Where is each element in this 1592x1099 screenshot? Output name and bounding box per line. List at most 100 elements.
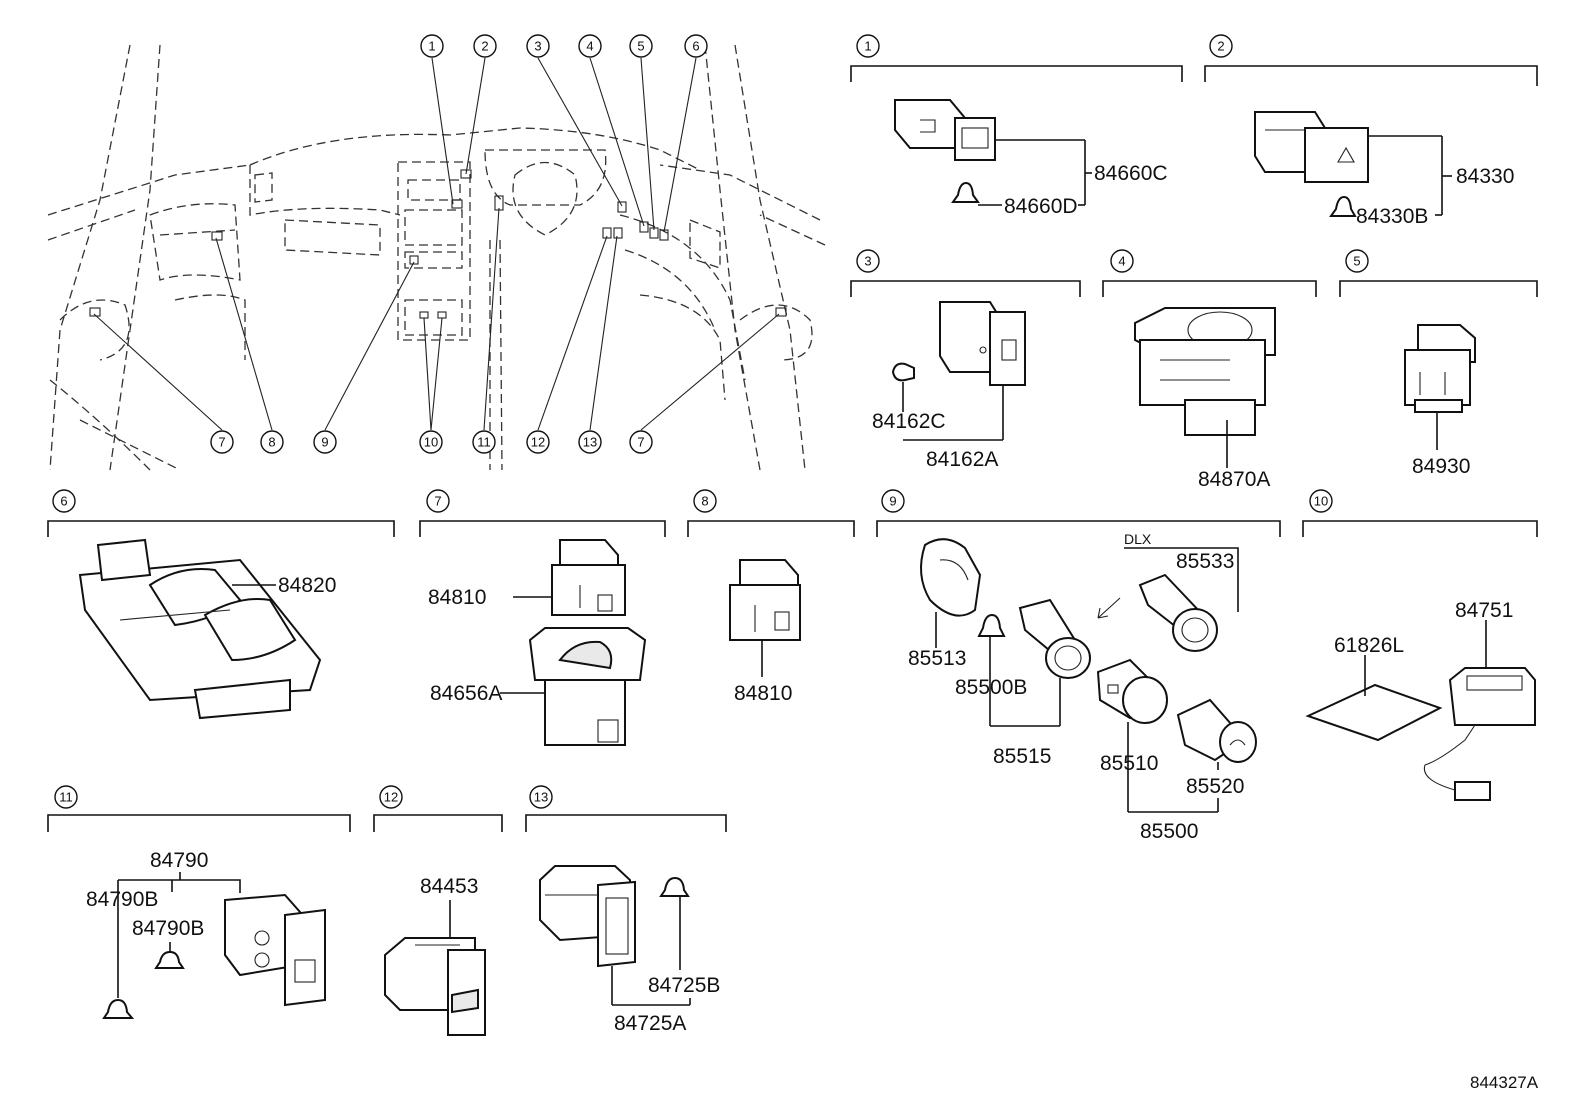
part-label-85500: 85500 xyxy=(1140,820,1198,843)
part-85510-assy-drawing xyxy=(1096,658,1168,724)
part-label-84790: 84790 xyxy=(150,849,208,872)
section-13: 13 84725B 84725A xyxy=(525,785,727,1035)
callout-10: 10 xyxy=(419,430,443,454)
part-label-84790B-a: 84790B xyxy=(86,888,158,911)
part-84870A-mirror-switch-drawing xyxy=(1134,307,1276,436)
svg-text:12: 12 xyxy=(384,790,398,805)
part-label-84810-s8: 84810 xyxy=(734,682,792,705)
part-label-61826L: 61826L xyxy=(1334,634,1404,657)
svg-text:3: 3 xyxy=(534,39,541,54)
svg-text:2: 2 xyxy=(481,39,488,54)
section-9: 9 DLX 85513 85500B 85515 xyxy=(876,489,1281,843)
callout-5: 5 xyxy=(629,34,653,58)
callout-2: 2 xyxy=(473,34,497,58)
part-label-84870A: 84870A xyxy=(1198,468,1270,491)
section-8: 8 84810 xyxy=(687,489,855,705)
part-85513-retainer-drawing xyxy=(920,538,982,617)
svg-text:13: 13 xyxy=(534,790,548,805)
svg-text:5: 5 xyxy=(1353,254,1360,269)
svg-text:9: 9 xyxy=(321,435,328,450)
part-label-84330: 84330 xyxy=(1456,165,1514,188)
part-label-84725B: 84725B xyxy=(648,974,720,997)
part-61826L-label-drawing xyxy=(1305,683,1443,742)
part-label-84660D: 84660D xyxy=(1004,195,1078,218)
part-85515-socket-drawing xyxy=(1018,598,1091,679)
part-label-84930: 84930 xyxy=(1412,455,1470,478)
part-label-85513: 85513 xyxy=(908,647,966,670)
section-4: 4 84870A xyxy=(1102,249,1317,491)
section-6: 6 84820 xyxy=(47,489,395,720)
svg-text:11: 11 xyxy=(477,435,491,450)
svg-text:8: 8 xyxy=(701,494,708,509)
interior-overview: 1 2 3 4 5 6 7 8 9 10 11 12 13 7 xyxy=(47,34,826,471)
callout-13: 13 xyxy=(578,430,602,454)
variant-label-dlx: DLX xyxy=(1124,531,1152,547)
svg-text:12: 12 xyxy=(531,435,545,450)
part-85520-plug-drawing xyxy=(1176,698,1257,763)
svg-text:11: 11 xyxy=(59,790,73,805)
section-11: 11 84790 84790B 84790B xyxy=(47,785,351,1019)
part-label-84660C: 84660C xyxy=(1094,162,1168,185)
part-85533-socket-drawing xyxy=(1138,573,1218,652)
callout-3: 3 xyxy=(526,34,550,58)
part-84751-clock-drawing xyxy=(1423,667,1536,801)
svg-text:6: 6 xyxy=(692,39,699,54)
svg-text:3: 3 xyxy=(864,254,871,269)
svg-text:1: 1 xyxy=(864,39,871,54)
part-84453-switch-drawing xyxy=(384,937,486,1036)
part-label-84820: 84820 xyxy=(278,574,336,597)
part-label-85500B: 85500B xyxy=(955,676,1027,699)
part-label-84162A: 84162A xyxy=(926,448,998,471)
part-label-84790B-b: 84790B xyxy=(132,917,204,940)
callout-8: 8 xyxy=(260,430,284,454)
part-label-85533: 85533 xyxy=(1176,550,1234,573)
svg-text:8: 8 xyxy=(268,435,275,450)
callout-1: 1 xyxy=(420,34,444,58)
part-84660C-switch-drawing xyxy=(894,99,996,161)
callout-7-left: 7 xyxy=(210,430,234,454)
svg-text:7: 7 xyxy=(637,435,644,450)
svg-text:7: 7 xyxy=(434,494,441,509)
part-84930-switch-drawing xyxy=(1404,324,1476,413)
part-84330-switch-drawing xyxy=(1254,111,1369,183)
part-84725A-switch-drawing xyxy=(539,865,636,968)
svg-text:2: 2 xyxy=(1217,39,1224,54)
section-3: 3 84162C 84162A xyxy=(850,249,1081,471)
part-label-84656A: 84656A xyxy=(430,682,502,705)
part-label-84751: 84751 xyxy=(1455,599,1513,622)
svg-text:6: 6 xyxy=(60,494,67,509)
svg-text:10: 10 xyxy=(1314,494,1328,509)
callout-12: 12 xyxy=(526,430,550,454)
svg-text:13: 13 xyxy=(583,435,597,450)
svg-text:9: 9 xyxy=(889,494,896,509)
callout-4: 4 xyxy=(578,34,602,58)
svg-text:7: 7 xyxy=(218,435,225,450)
callout-9: 9 xyxy=(313,430,337,454)
part-84810-switch-drawing xyxy=(551,539,626,616)
callout-7-right: 7 xyxy=(629,430,653,454)
part-label-84725A: 84725A xyxy=(614,1012,686,1035)
section-10: 10 61826L 84751 xyxy=(1302,489,1538,801)
svg-text:4: 4 xyxy=(586,39,593,54)
part-label-84330B: 84330B xyxy=(1356,205,1428,228)
callout-11: 11 xyxy=(472,430,496,454)
section-1: 1 84660C 84660D xyxy=(850,34,1183,218)
part-84820-window-switch-drawing xyxy=(78,538,322,720)
section-2: 2 84330 84330B xyxy=(1204,34,1538,228)
figure-id: 844327A xyxy=(1470,1073,1539,1092)
part-label-84453: 84453 xyxy=(420,875,478,898)
part-label-84810: 84810 xyxy=(428,586,486,609)
part-84162A-switch-drawing xyxy=(939,301,1026,386)
svg-text:5: 5 xyxy=(637,39,644,54)
callout-6: 6 xyxy=(684,34,708,58)
part-label-84162C: 84162C xyxy=(872,410,946,433)
svg-text:1: 1 xyxy=(428,39,435,54)
part-label-85515: 85515 xyxy=(993,745,1051,768)
part-84790-switch-drawing xyxy=(224,893,326,1007)
part-label-85510: 85510 xyxy=(1100,752,1158,775)
part-label-85520: 85520 xyxy=(1186,775,1244,798)
part-84656A-bezel-drawing xyxy=(528,627,647,746)
part-84810-switch-drawing-2 xyxy=(729,559,801,641)
section-12: 12 84453 xyxy=(373,785,503,1036)
